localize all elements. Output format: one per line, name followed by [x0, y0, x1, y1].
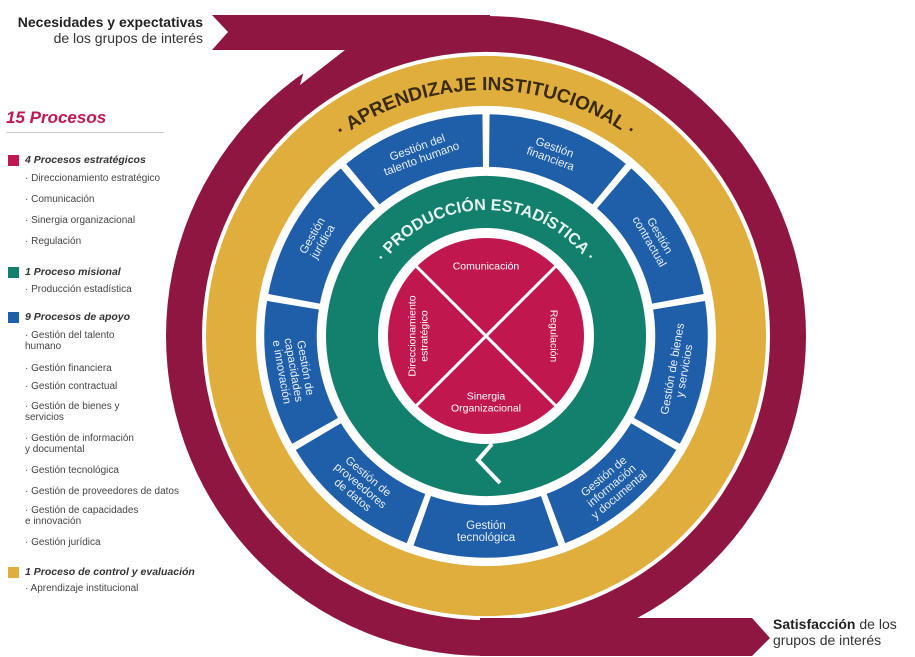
strategic-label-direccionamiento-line: Direccionamiento	[407, 295, 419, 376]
support-segment-label-line: Gestión	[466, 520, 506, 532]
support-segment-label-line: tecnológica	[457, 532, 516, 544]
legend-item: · Gestión de bienes y servicios	[25, 401, 120, 423]
legend-item: · Gestión de proveedores de datos	[25, 486, 179, 497]
support-segment[interactable]	[265, 164, 379, 307]
legend-item: · Gestión del talento humano	[25, 330, 115, 352]
strategic-label-direccionamiento: Direccionamientoestratégico	[407, 295, 431, 376]
legend-item: · Gestión contractual	[25, 381, 118, 392]
support-segment[interactable]	[410, 492, 562, 561]
input-label-bold: Necesidades y expectativas	[17, 14, 203, 30]
support-segment[interactable]	[261, 298, 342, 448]
support-segment[interactable]	[593, 164, 707, 307]
legend-item: · Producción estadística	[25, 284, 132, 295]
strategic-label-sinergia-line: Sinergia	[467, 391, 506, 403]
strategic-label-comunicacion-line: Comunicación	[453, 261, 520, 273]
support-segment[interactable]	[486, 111, 630, 208]
legend-item: · Gestión de capacidades e innovación	[25, 505, 139, 527]
legend-item: · Comunicación	[25, 194, 95, 205]
support-segment[interactable]	[292, 419, 429, 547]
output-arrow-band	[480, 618, 770, 656]
legend-group-label: 1 Proceso misional	[25, 266, 121, 278]
legend-swatch	[8, 311, 19, 323]
output-label-normal: de los	[855, 616, 897, 632]
legend-item: · Gestión de información y documental	[25, 433, 134, 455]
legend-item: · Direccionamiento estratégico	[25, 173, 161, 184]
input-label-normal: de los grupos de interés	[53, 30, 203, 46]
legend-divider	[6, 132, 164, 133]
green-ring	[325, 175, 646, 497]
legend-group-header: 4 Procesos estratégicos	[8, 154, 146, 166]
legend-group-header: 1 Proceso misional	[8, 266, 121, 278]
support-segment[interactable]	[630, 298, 711, 448]
input-arrow-band	[212, 15, 490, 50]
legend-group-header: 9 Procesos de apoyo	[8, 311, 130, 323]
legend-item: · Regulación	[25, 236, 82, 247]
spiral-gap	[300, 50, 345, 85]
mission-spiral-cut	[475, 442, 502, 485]
legend-group-label: 9 Procesos de apoyo	[25, 311, 131, 323]
output-label-bold: Satisfacción	[773, 616, 856, 632]
legend-group-label: 4 Procesos estratégicos	[25, 154, 146, 166]
strategic-label-direccionamiento-line: estratégico	[419, 310, 431, 362]
legend-item: · Sinergia organizacional	[25, 215, 136, 226]
input-label: Necesidades y expectativas de los grupos…	[18, 14, 203, 46]
legend-item: · Gestión tecnológica	[25, 465, 119, 476]
strategic-label-comunicacion: Comunicación	[453, 261, 520, 273]
strategic-label-sinergia-line: Organizacional	[451, 403, 521, 415]
legend-item: · Gestión financiera	[25, 363, 112, 374]
legend-title: 15 Procesos	[6, 108, 107, 127]
stakeholder-spiral	[166, 15, 806, 656]
strategic-label-regulacion-line: Regulación	[547, 310, 559, 363]
legend-item: · Aprendizaje institucional	[25, 583, 139, 594]
support-segment[interactable]	[342, 111, 486, 208]
legend-group-label: 1 Proceso de control y evaluación	[25, 566, 195, 578]
legend-swatch	[8, 154, 19, 166]
support-ring: GestiónfinancieraGestióncontractualGesti…	[261, 111, 711, 561]
legend-swatch	[8, 266, 19, 278]
legend-swatch	[8, 566, 19, 578]
output-label: Satisfacción de los grupos de interés	[773, 616, 897, 648]
strategic-label-regulacion: Regulación	[547, 310, 559, 363]
output-label-normal-2: grupos de interés	[773, 632, 882, 648]
quadrant-divider	[414, 264, 558, 408]
legend-item: · Gestión jurídica	[25, 537, 101, 548]
legend-group-header: 1 Proceso de control y evaluación	[8, 566, 195, 578]
support-segment[interactable]	[543, 419, 680, 547]
